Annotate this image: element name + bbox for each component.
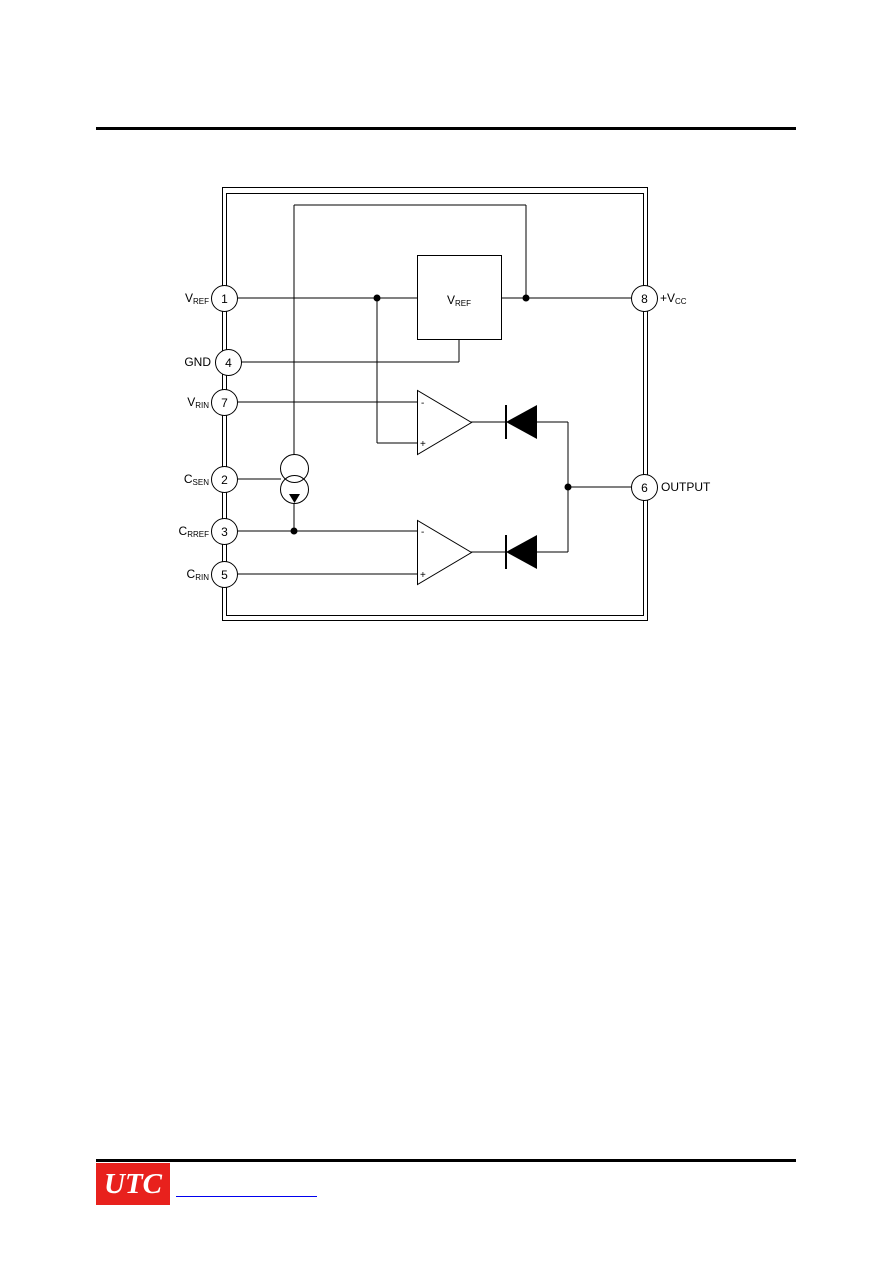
footer-link-underline[interactable] [176, 1196, 317, 1197]
pin-7-label: VRIN [187, 395, 209, 410]
footer-rule [96, 1159, 796, 1162]
comparator-upper-minus: - [421, 398, 424, 409]
svg-text:7: 7 [221, 396, 228, 410]
wires [238, 204, 631, 575]
vref-block-label: VREF [447, 293, 471, 308]
svg-text:8: 8 [641, 292, 648, 306]
pin-8: 8 +VCC [631, 285, 687, 312]
svg-text:6: 6 [641, 481, 648, 495]
svg-text:1: 1 [221, 292, 228, 306]
pin-3-label: CRREF [179, 524, 210, 539]
comparator-lower [417, 519, 473, 586]
pin-2: 2 CSEN [184, 466, 238, 493]
pin-1: 1 VREF [185, 285, 238, 312]
pin-1-label: VREF [185, 291, 209, 306]
pin-7: 7 VRIN [187, 389, 238, 416]
pin-8-label: +VCC [660, 291, 687, 306]
pin-6: 6 OUTPUT [631, 474, 711, 501]
svg-text:4: 4 [225, 356, 232, 370]
pin-2-label: CSEN [184, 472, 209, 487]
header-rule [96, 127, 796, 130]
comparator-lower-plus: + [420, 570, 426, 581]
svg-text:2: 2 [221, 473, 228, 487]
comparator-upper [417, 389, 473, 456]
pin-4: 4 GND [184, 349, 242, 376]
current-source [280, 454, 309, 504]
svg-text:3: 3 [221, 525, 228, 539]
svg-text:5: 5 [221, 568, 228, 582]
diode-upper [505, 405, 537, 439]
pin-5-label: CRIN [187, 567, 210, 582]
pin-6-label: OUTPUT [661, 480, 711, 494]
junction-dots [290, 294, 572, 535]
vref-block [417, 255, 502, 340]
pin-4-label: GND [184, 355, 211, 369]
pin-5: 5 CRIN [187, 561, 238, 588]
pin-3: 3 CRREF [179, 518, 238, 545]
current-source-arrow [289, 494, 300, 503]
logo-text: UTC [104, 1167, 162, 1200]
comparator-lower-minus: - [421, 527, 424, 538]
utc-logo: UTC [96, 1163, 170, 1205]
diode-lower [505, 535, 537, 569]
comparator-upper-plus: + [420, 439, 426, 450]
